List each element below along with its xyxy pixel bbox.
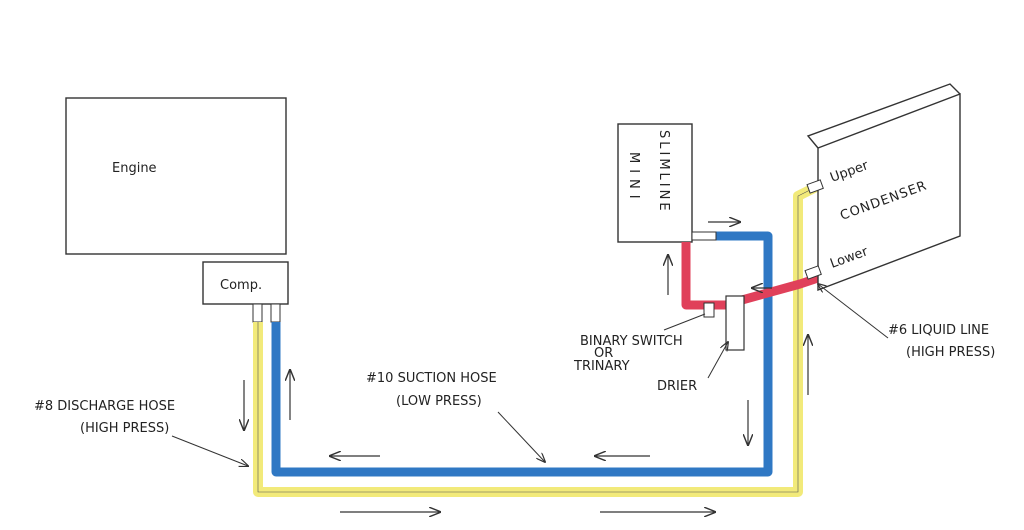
mini-slimline-box	[617, 123, 693, 243]
condenser-upper-port	[806, 179, 824, 194]
condenser-box	[806, 83, 961, 292]
compressor-port-suction	[270, 303, 281, 323]
leader-binary-switch	[663, 313, 706, 331]
leader-drier	[707, 342, 728, 379]
binary-switch-trinary-label: TRINARY	[573, 359, 630, 374]
discharge-hose-label: #8 DISCHARGE HOSE	[34, 399, 175, 414]
compressor-label: Comp.	[220, 278, 262, 293]
discharge-hose-press-label: (HIGH PRESS)	[80, 421, 169, 436]
liquid-line-label: #6 LIQUID LINE	[888, 323, 989, 338]
binary-switch	[703, 302, 715, 318]
leader-suction-hose	[497, 411, 545, 462]
drier-label: DRIER	[657, 379, 697, 394]
condenser-lower-port	[804, 265, 822, 280]
compressor-box	[202, 261, 289, 305]
binary-switch-or-label: OR	[594, 346, 613, 361]
engine-label: Engine	[112, 161, 157, 176]
suction-hose-label: #10 SUCTION HOSE	[366, 371, 497, 386]
liquid-line-press-label: (HIGH PRESS)	[906, 345, 995, 360]
discharge-hose-outline	[257, 185, 819, 493]
compressor-port-discharge	[252, 303, 263, 323]
suction-hose	[271, 231, 773, 477]
mini-label: MINI	[626, 152, 641, 205]
leader-discharge-hose	[171, 435, 248, 466]
leader-liquid-line	[818, 284, 889, 339]
suction-hose-press-label: (LOW PRESS)	[396, 394, 482, 409]
evap-outlet-stub	[691, 231, 717, 241]
binary-switch-label: BINARY SWITCH	[580, 334, 683, 349]
slimline-label: SLIMLINE	[656, 130, 671, 214]
engine-box	[65, 97, 287, 255]
drier	[725, 295, 745, 351]
